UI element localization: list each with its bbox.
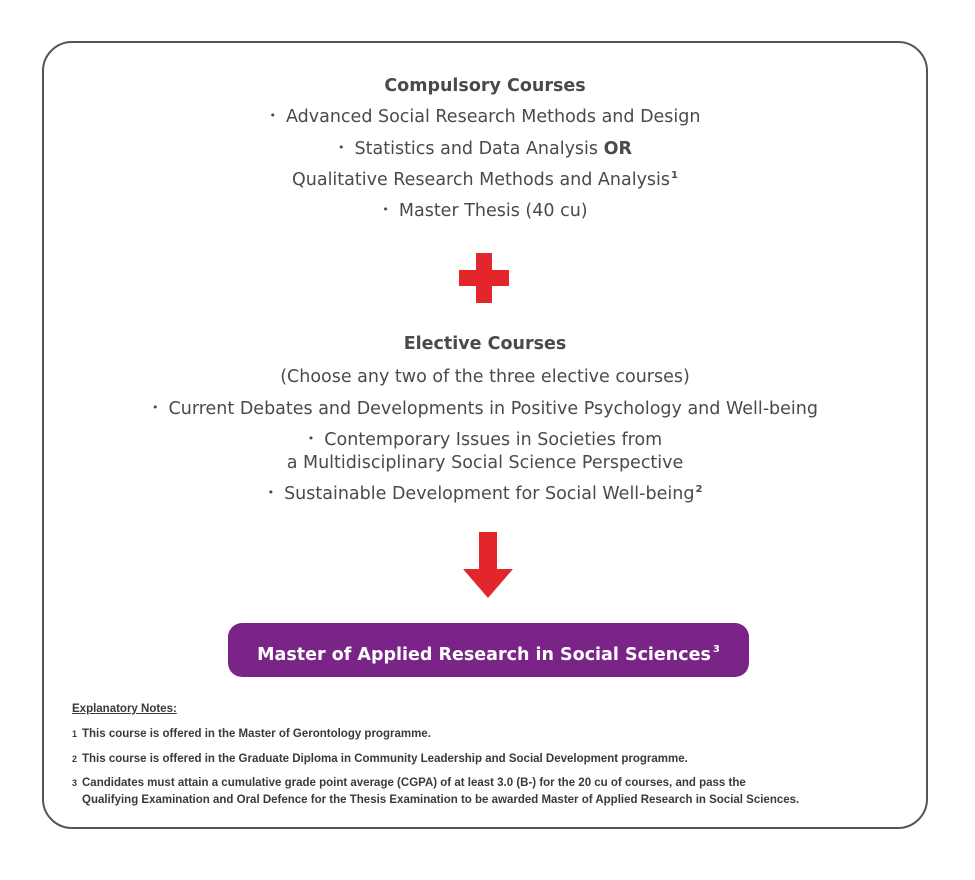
degree-outcome-label: Master of Applied Research in Social Sci… — [257, 645, 711, 665]
diagram-frame — [42, 41, 928, 829]
note-2: 2 This course is offered in the Graduate … — [72, 751, 688, 773]
compulsory-item-1-text: Advanced Social Research Methods and Des… — [285, 107, 701, 127]
note-3-text-line-2: Qualifying Examination and Oral Defence … — [82, 794, 800, 806]
elective-heading: Elective Courses — [403, 334, 567, 354]
plus-icon — [459, 253, 509, 303]
note-3-text-line-1: Candidates must attain a cumulative grad… — [82, 777, 746, 789]
bullet: • — [269, 109, 276, 122]
elective-item-3-text: Sustainable Development for Social Well-… — [284, 484, 695, 504]
note-1-number: 1 — [72, 729, 78, 739]
compulsory-item-2-alt: Qualitative Research Methods and Analysi… — [42, 170, 928, 190]
compulsory-heading: Compulsory Courses — [384, 76, 586, 96]
note-1-text: This course is offered in the Master of … — [82, 728, 431, 740]
elective-item-1-text: Current Debates and Developments in Posi… — [168, 399, 818, 419]
bullet: • — [152, 401, 159, 414]
compulsory-item-2: • Statistics and Data Analysis OR — [42, 139, 928, 159]
or-keyword: OR — [603, 139, 632, 159]
notes-title: Explanatory Notes: — [72, 703, 177, 715]
arrow-down-icon — [463, 532, 513, 598]
elective-item-2-cont: a Multidisciplinary Social Science Persp… — [286, 453, 684, 473]
compulsory-item-3-text: Master Thesis (40 cu) — [398, 201, 588, 221]
compulsory-item-1: • Advanced Social Research Methods and De… — [42, 107, 928, 127]
elective-item-2: • Contemporary Issues in Societies from — [42, 430, 928, 450]
bullet: • — [267, 486, 275, 499]
compulsory-item-3: • Master Thesis (40 cu) — [42, 201, 928, 221]
elective-item-2-text: Contemporary Issues in Societies from — [324, 430, 663, 450]
note-3-number: 3 — [72, 778, 78, 788]
elective-instruction: (Choose any two of the three elective co… — [280, 367, 690, 387]
note-1: 1 This course is offered in the Master of… — [72, 726, 431, 748]
note-2-text: This course is offered in the Graduate D… — [82, 753, 688, 765]
compulsory-item-2-text: Statistics and Data Analysis — [354, 139, 599, 159]
bullet: • — [382, 203, 389, 216]
note-2-number: 2 — [72, 754, 78, 764]
compulsory-item-2-alt-text: Qualitative Research Methods and Analysi… — [291, 170, 671, 190]
footnote-ref-3: 3 — [712, 644, 720, 655]
footnote-ref-1: 1 — [671, 170, 678, 181]
degree-outcome-badge: Master of Applied Research in Social Sci… — [228, 623, 749, 677]
bullet: • — [307, 432, 315, 445]
footnote-ref-2: 2 — [695, 484, 703, 495]
elective-item-1: • Current Debates and Developments in Pos… — [42, 399, 928, 419]
note-3: 3 Candidates must attain a cumulative gra… — [72, 775, 799, 809]
elective-item-3: • Sustainable Development for Social Well… — [42, 484, 928, 504]
bullet: • — [338, 141, 345, 154]
